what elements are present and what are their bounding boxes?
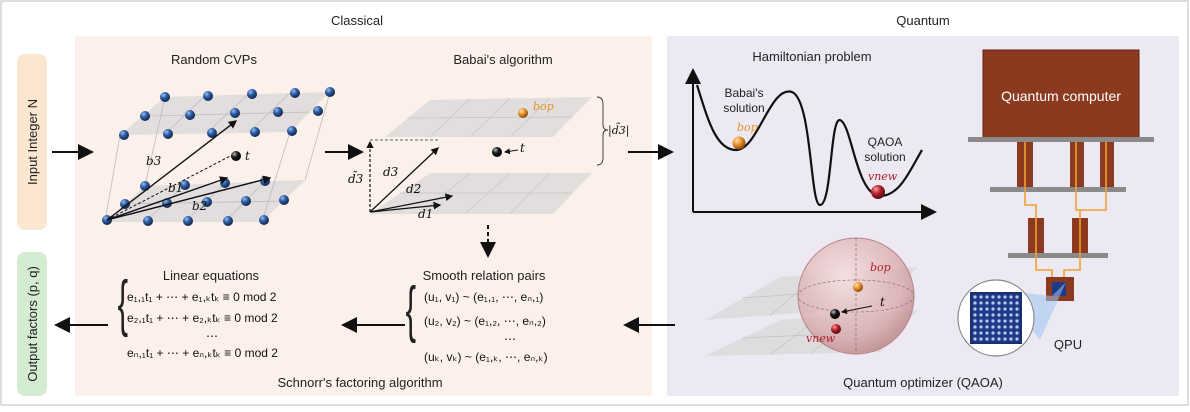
schnorr-caption: Schnorr's factoring algorithm: [277, 375, 442, 390]
babai-d2-label: d2: [406, 182, 421, 196]
linear-equations-brace: {: [118, 268, 128, 338]
qpu-chip: [970, 292, 1022, 344]
quantum-header: Quantum: [896, 13, 949, 28]
qaoa-solution-point: [871, 185, 885, 199]
output-label: Output factors (p, q): [25, 266, 40, 382]
optimizer-vnew-point: [831, 324, 841, 334]
optimizer-vnew-label: vnew: [806, 332, 836, 345]
babai-target-point: [492, 147, 502, 157]
babai-title: Babai's algorithm: [453, 52, 552, 67]
linear-equations-title: Linear equations: [163, 268, 260, 283]
input-tag: [17, 54, 47, 230]
babai-d1-label: d1: [418, 207, 433, 221]
hamiltonian-title: Hamiltonian problem: [752, 49, 871, 64]
babai-drawing: [366, 96, 609, 215]
smooth-pair-row-4: (uₖ, vₖ) ~ (e₁,ₖ, ⋯, eₙ,ₖ): [424, 350, 548, 364]
label-target-cvp: t: [245, 149, 250, 163]
qc-plate-1: [968, 137, 1154, 142]
babai-target-label: t: [520, 141, 525, 155]
random-cvps-title: Random CVPs: [171, 52, 257, 67]
qc-wiring: [1024, 142, 1107, 282]
vector-b2: [106, 175, 272, 221]
smooth-pair-row-2: (u₂, v₂) ~ (e₁,₂, ⋯, eₙ,₂): [424, 314, 546, 328]
babai-d1-arrow: [369, 201, 442, 213]
linear-eq-row-4: eₙ,₁t₁ + ⋯ + eₙ,ₖtₖ ≡ 0 mod 2: [127, 346, 278, 360]
label-b1: b1: [168, 181, 183, 195]
babai-d3-tilde-label: d̃3: [348, 170, 364, 186]
optimizer-bop-label: bop: [870, 261, 891, 274]
linear-eq-row-3: ⋯: [206, 329, 218, 343]
qpu-label: QPU: [1054, 337, 1082, 352]
babai-d2-arrow: [369, 193, 454, 213]
babai-solution-line2: solution: [723, 101, 764, 115]
vector-b1: [106, 176, 229, 221]
label-b3: b3: [146, 154, 162, 168]
babai-solution-point: [732, 136, 746, 150]
target-point: [231, 151, 241, 161]
qc-plate-2: [990, 187, 1126, 192]
upper-plane: [120, 92, 330, 135]
smooth-pairs-brace: {: [406, 274, 416, 344]
bloch-sphere-drawing: [705, 237, 918, 356]
qaoa-solution-line2: solution: [864, 150, 905, 164]
linear-eq-row-1: e₁,₁t₁ + ⋯ + e₁,ₖtₖ ≡ 0 mod 2: [127, 290, 277, 304]
optimizer-target-point: [830, 309, 840, 319]
classical-header: Classical: [331, 13, 383, 28]
smooth-pairs-title: Smooth relation pairs: [423, 268, 546, 283]
input-label: Input Integer N: [25, 99, 40, 185]
babai-bop-point: [518, 108, 528, 118]
vector-to-target: [106, 151, 239, 221]
smooth-pair-row-1: (u₁, v₁) ~ (e₁,₁, ⋯, eₙ,₁): [424, 290, 543, 304]
babai-bop-label: bop: [533, 100, 554, 113]
babai-norm-label: |d̃3|: [608, 123, 629, 138]
hamiltonian-bop-label: bop: [737, 121, 758, 134]
cvp-lattice: [102, 87, 335, 226]
quantum-computer-drawing: [957, 49, 1154, 357]
optimizer-caption: Quantum optimizer (QAOA): [843, 375, 1003, 390]
energy-landscape: [685, 68, 937, 220]
qc-title: Quantum computer: [1001, 88, 1121, 104]
output-tag: [17, 252, 47, 396]
smooth-pair-row-3: ⋯: [504, 332, 516, 346]
qc-plate-3: [1008, 253, 1108, 258]
qc-box: [982, 49, 1140, 139]
babai-solution-line1: Babai's: [725, 86, 764, 100]
optimizer-target-label: t: [880, 295, 885, 309]
optimizer-bop-point: [853, 282, 863, 292]
label-b2: b2: [192, 199, 207, 213]
vector-b3: [106, 120, 238, 221]
babai-norm-brace: [596, 96, 609, 166]
babai-d3-label: d3: [383, 165, 399, 179]
qaoa-solution-line1: QAOA: [868, 135, 903, 149]
babai-d3-arrow: [369, 147, 439, 213]
linear-eq-row-2: e₂,₁t₁ + ⋯ + e₂,ₖtₖ ≡ 0 mod 2: [127, 311, 278, 325]
hamiltonian-vnew-label: vnew: [868, 170, 898, 183]
